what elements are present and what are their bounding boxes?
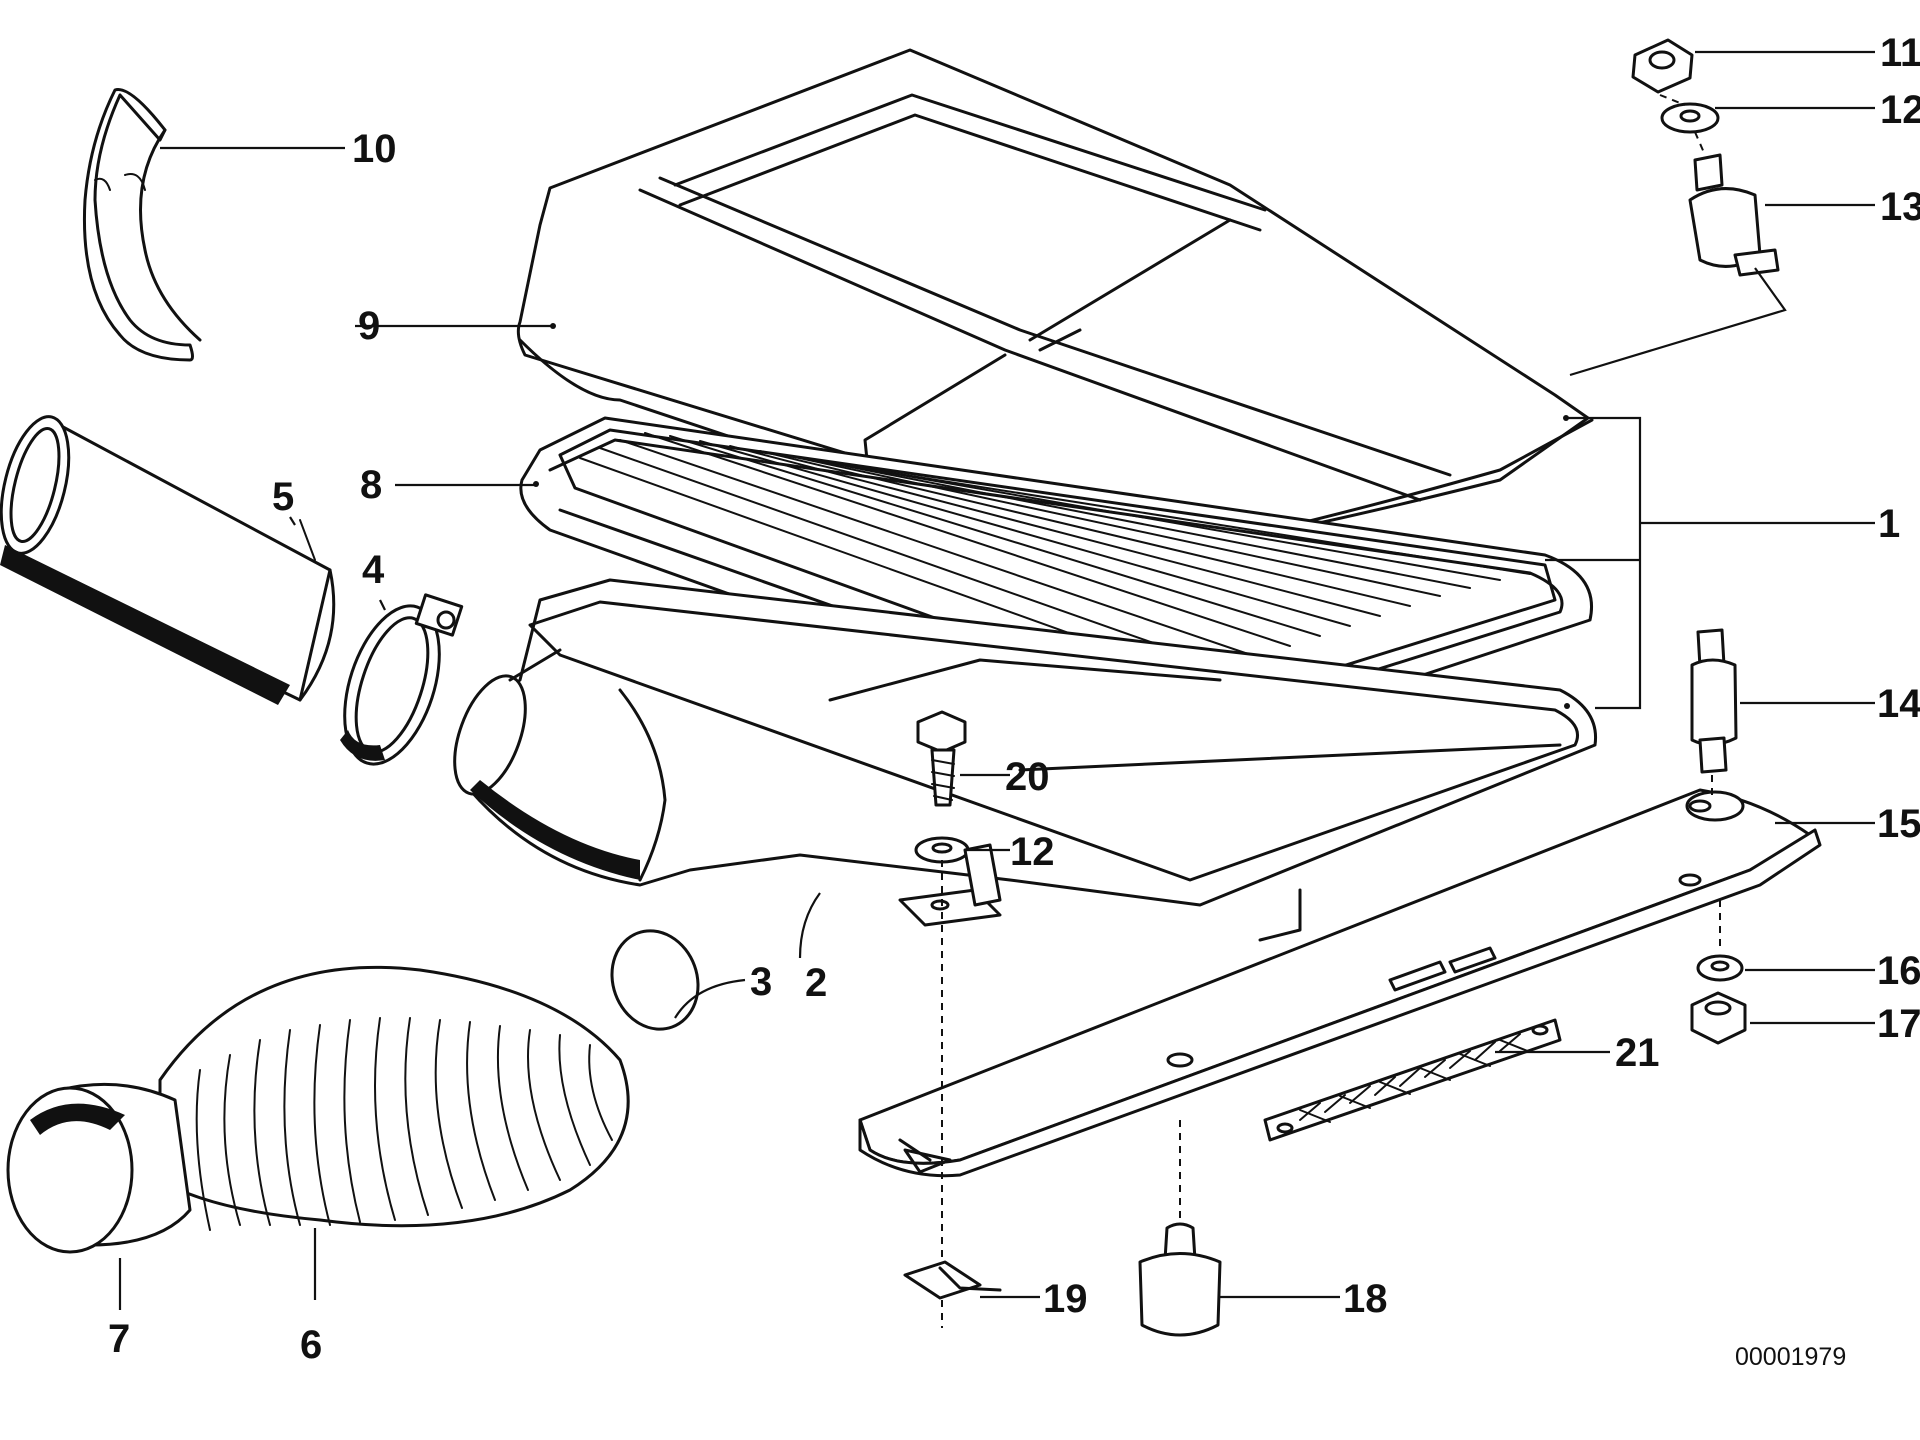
- callout-12-top: 12: [1880, 88, 1920, 132]
- part-20-bolt: [916, 710, 967, 807]
- part-6-bellows-hose: [158, 965, 630, 1231]
- drawing-number: 00001979: [1735, 1343, 1846, 1371]
- leader-lines: [118, 50, 1875, 1310]
- part-18-rubber-buffer: [1138, 1222, 1222, 1337]
- callout-16: 16: [1877, 949, 1920, 993]
- callout-3: 3: [750, 960, 772, 1004]
- part-4-hose-clamp: [340, 593, 464, 766]
- part-12-washer-top: [1660, 102, 1720, 134]
- part-15-support-bracket: [858, 788, 1822, 1178]
- callout-21: 21: [1615, 1031, 1660, 1075]
- assembly-lines: [941, 94, 1787, 1328]
- callout-10: 10: [352, 127, 397, 171]
- part-9-housing-cover: [516, 48, 1594, 562]
- part-12-washer-lower: [914, 836, 970, 864]
- part-17-nut: [1690, 991, 1747, 1045]
- callout-18: 18: [1343, 1277, 1388, 1321]
- part-7-hose-end: [6, 1082, 192, 1254]
- callout-9: 9: [358, 304, 380, 348]
- callout-2: 2: [805, 961, 827, 1005]
- part-2-lower-housing: [453, 578, 1598, 907]
- part-11-nut: [1631, 38, 1694, 94]
- callout-labels: 1 2 3 4 5 6 7 8 9 10 11 12 13 14 15 16 1…: [108, 31, 1920, 1367]
- callout-7: 7: [108, 1317, 130, 1361]
- callout-13: 13: [1880, 185, 1920, 229]
- part-21-damping-pad: [1263, 1018, 1562, 1142]
- part-16-washer: [1696, 954, 1744, 982]
- callout-12-lower: 12: [1010, 830, 1055, 874]
- callout-17: 17: [1877, 1002, 1920, 1046]
- callout-6: 6: [300, 1323, 322, 1367]
- part-5-intake-tube: [0, 415, 336, 705]
- callout-11: 11: [1880, 31, 1920, 75]
- part-19-clip-nut: [903, 1260, 1002, 1300]
- part-13-mounting-stud: [1688, 153, 1780, 277]
- callout-8: 8: [360, 463, 382, 507]
- part-10-wire-clip: [82, 88, 202, 362]
- callout-1: 1: [1878, 502, 1900, 546]
- callout-20: 20: [1005, 755, 1050, 799]
- callout-15: 15: [1877, 802, 1920, 846]
- callout-5: 5: [272, 475, 294, 519]
- callout-19: 19: [1043, 1277, 1088, 1321]
- callout-14: 14: [1877, 682, 1920, 726]
- callout-4: 4: [362, 548, 385, 592]
- part-2-mount-foot: [898, 843, 1002, 927]
- part-3-grommet: [610, 929, 700, 1031]
- part-14-rubber-stud: [1690, 628, 1738, 774]
